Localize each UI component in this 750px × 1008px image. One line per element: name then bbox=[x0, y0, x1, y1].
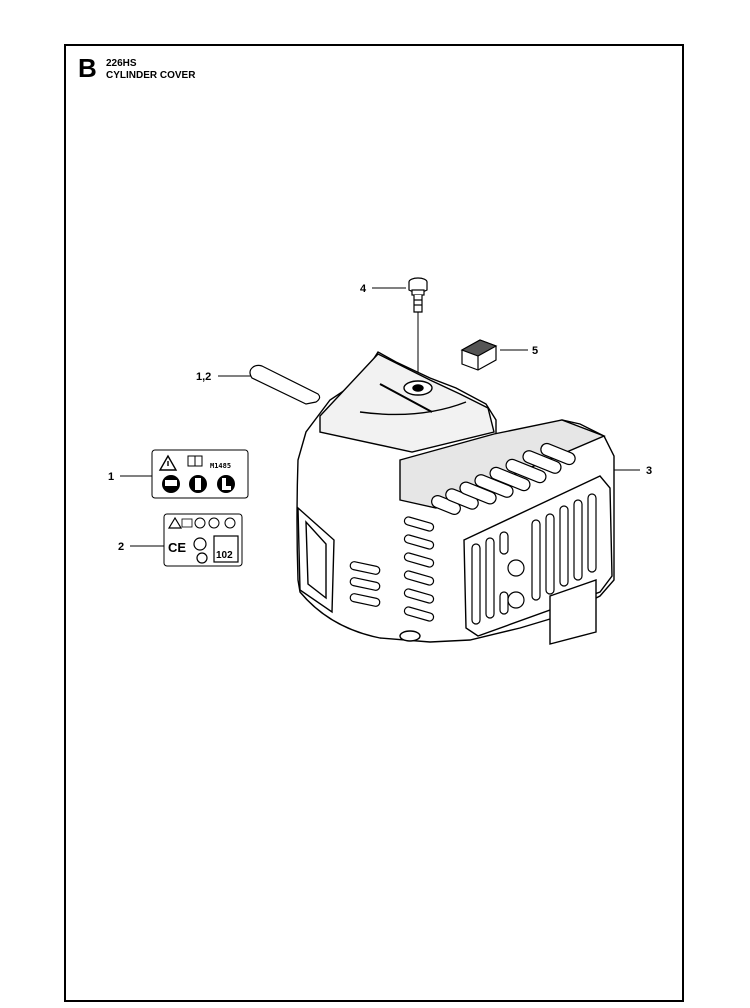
section-letter: B bbox=[78, 53, 97, 83]
callout-3: 3 bbox=[646, 465, 652, 477]
decal-1: M1485 bbox=[151, 449, 249, 499]
decal-2: CE 102 bbox=[163, 513, 243, 567]
cover-left-slots bbox=[349, 516, 435, 622]
diagram-frame bbox=[64, 44, 684, 1002]
diagram-title: CYLINDER COVER bbox=[106, 70, 196, 81]
callout-2: 2 bbox=[118, 541, 124, 553]
callout-1-2: 1,2 bbox=[196, 371, 211, 383]
svg-text:CE: CE bbox=[168, 540, 186, 555]
decal-1-code: M1485 bbox=[210, 462, 231, 470]
grommet-part bbox=[460, 339, 498, 371]
decal-strip bbox=[249, 364, 321, 405]
screw-part bbox=[408, 277, 428, 313]
cover-top-slots bbox=[431, 442, 576, 515]
callout-5: 5 bbox=[532, 345, 538, 357]
cover-side-slots bbox=[471, 493, 597, 625]
callout-4: 4 bbox=[360, 283, 367, 295]
decal-2-noise: 102 bbox=[216, 550, 233, 561]
model-number: 226HS bbox=[106, 58, 137, 69]
callout-1: 1 bbox=[108, 471, 114, 483]
